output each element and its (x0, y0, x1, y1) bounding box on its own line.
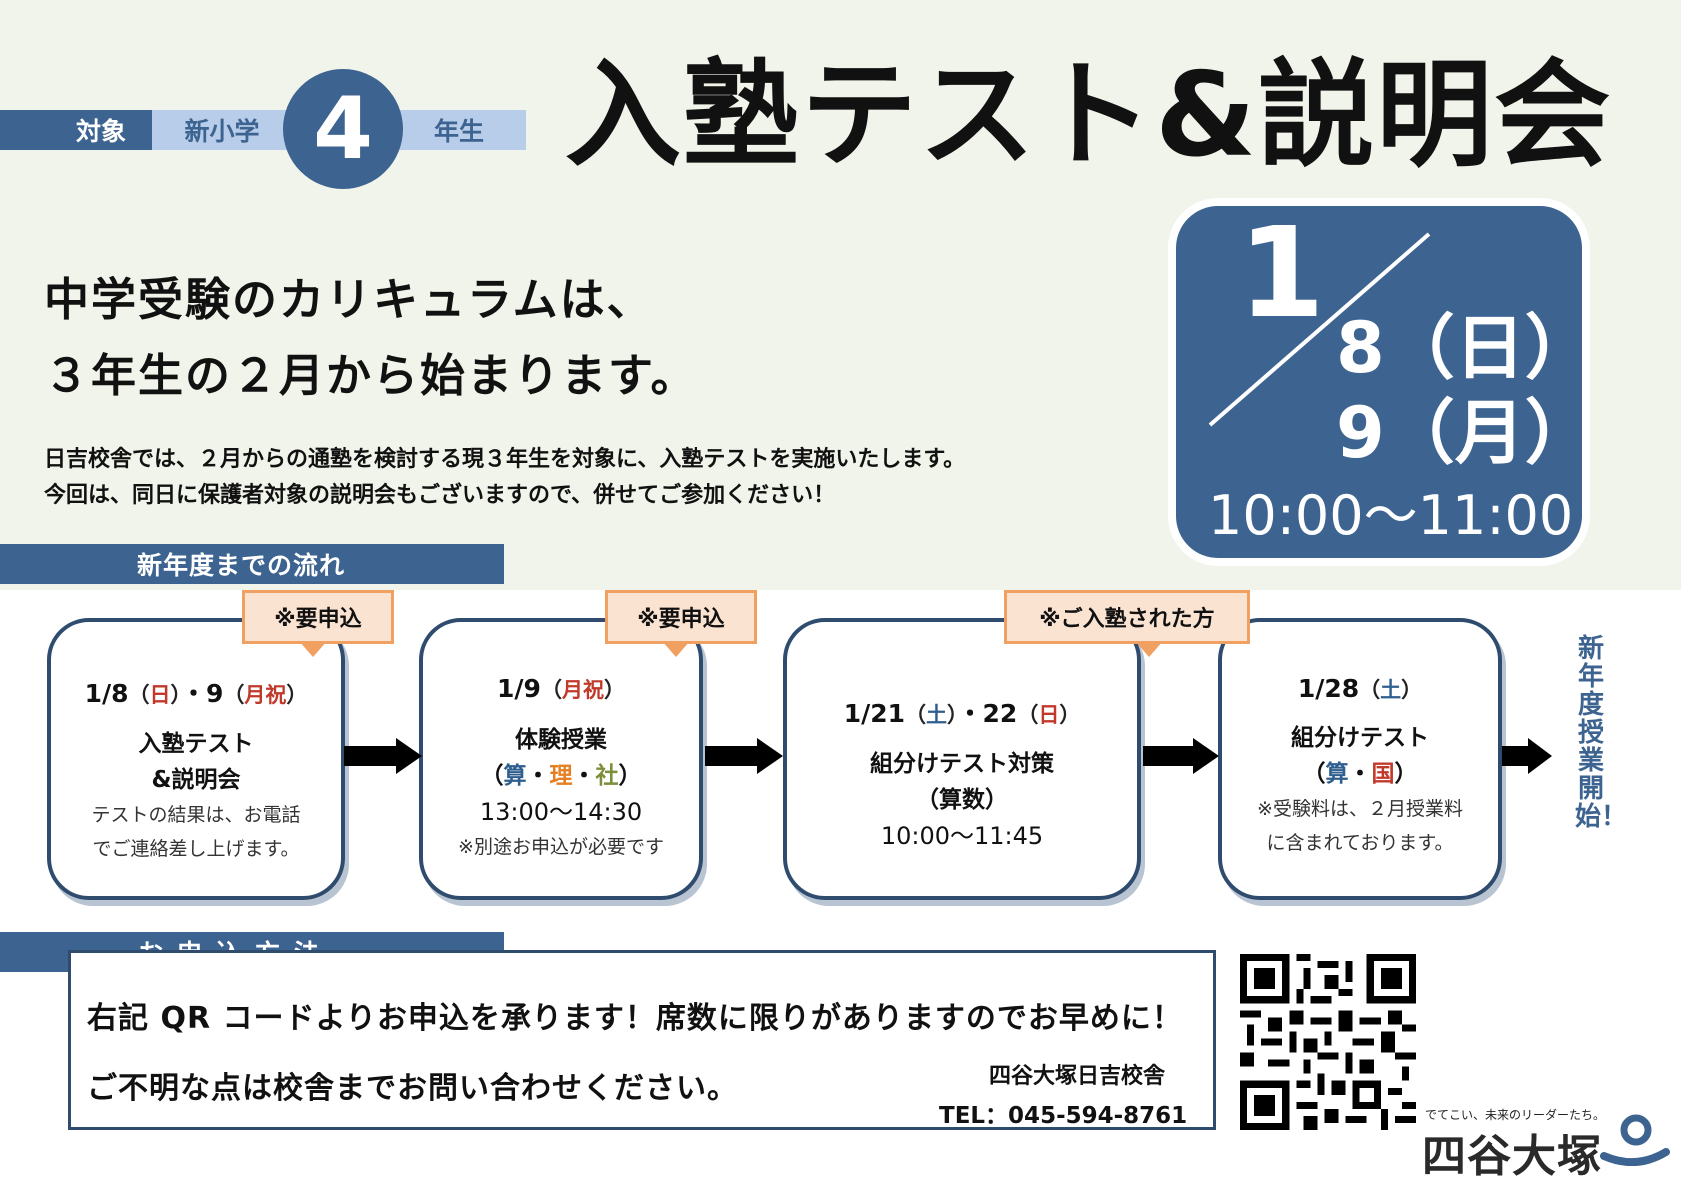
tag-required-1: ※要申込 (242, 590, 394, 657)
school-tel: TEL：045-594-8761 (939, 1103, 1188, 1129)
step4-subject-japanese: 国 (1371, 761, 1395, 787)
step2-subjects: （算・理・社） (480, 763, 642, 789)
target-label: 対象 (0, 110, 152, 150)
tag-enrolled-text: ※ご入塾された方 (1039, 607, 1215, 632)
tag-tail (299, 641, 327, 657)
tag-required-1-text: ※要申込 (274, 607, 362, 632)
step3-name: 組分けテスト対策 (870, 751, 1054, 777)
description-line2: 今回は、同日に保護者対象の説明会もございますので、併せてご参加ください！ (44, 483, 836, 508)
flow-step-3: 1/21（土）・22（日） 組分けテスト対策 （算数） 10:00〜11:45 (783, 618, 1141, 900)
step1-weekday2: 月祝 (244, 683, 287, 707)
date-month: 1 (1238, 201, 1325, 346)
step1-note1: テストの結果は、お電話 (91, 804, 301, 826)
step4-weekday: 土 (1380, 678, 1402, 702)
date-slash-line (1208, 232, 1431, 427)
arrow-right-icon (705, 738, 783, 774)
arrow-right-icon (344, 738, 422, 774)
flow-step-1: 1/8（日）・9（月祝） 入塾テスト &説明会 テストの結果は、お電話 でご連絡… (47, 618, 345, 900)
step1-name1: 入塾テスト (138, 731, 254, 757)
brand-tagline: でてこい、未来のリーダーたち。 (1425, 1108, 1606, 1122)
tag-required-2-text: ※要申込 (637, 607, 725, 632)
flow-section-title: 新年度までの流れ (137, 551, 346, 580)
step1-note2: でご連絡差し上げます。 (92, 838, 300, 860)
step4-note2: に含まれております。 (1266, 832, 1454, 854)
step1-date-sep: ・9 (181, 679, 224, 708)
flow-section-bar: 新年度までの流れ (0, 544, 504, 584)
arrow-right-icon (1143, 738, 1219, 774)
step2-subject-math: 算 (503, 763, 527, 789)
step2-time: 13:00〜14:30 (479, 798, 643, 826)
brand-name: 四谷大塚 (1422, 1131, 1602, 1182)
date-day2: 9（月） (1336, 392, 1595, 474)
step1-name2: &説明会 (151, 767, 241, 793)
step4-note1: ※受験料は、２月授業料 (1257, 798, 1463, 820)
step2-date-text: 1/9 (497, 674, 541, 703)
step2-subject-science: 理 (549, 763, 573, 789)
step2-note: ※別途お申込が必要です (458, 836, 664, 858)
headline-line2: ３年生の２月から始まります。 (44, 349, 698, 402)
apply-box: 右記 QR コードよりお申込を承ります！席数に限りがありますのでお早めに！ ご不… (68, 950, 1216, 1130)
date-box: 1 8（日） 9（月） 10:00〜11:00 (1168, 198, 1595, 566)
date-day1: 8（日） (1336, 307, 1595, 389)
step3-date-text: 1/21 (843, 699, 906, 728)
new-year-start-note: 新年度授業開始！ (1575, 634, 1628, 832)
school-name: 四谷大塚日吉校舎 (989, 1064, 1166, 1089)
tag-required-2: ※要申込 (605, 590, 757, 657)
step1-date-text: 1/8 (84, 679, 129, 708)
description-line1: 日吉校舎では、２月からの通塾を検討する現３年生を対象に、入塾テストを実施いたしま… (44, 447, 966, 472)
tag-tail (1135, 641, 1163, 657)
step2-subject-social: 社 (595, 763, 619, 789)
apply-contact-note: ご不明な点は校舎までお問い合わせください。 (87, 1071, 738, 1106)
tag-tail (662, 641, 690, 657)
tag-enrolled: ※ご入塾された方 (1004, 590, 1250, 657)
flow-step-4: 1/28（土） 組分けテスト （算・国） ※受験料は、２月授業料 に含まれており… (1218, 618, 1502, 900)
target-suffix: 年生 (392, 110, 526, 150)
headline-line1: 中学受験のカリキュラムは、 (44, 273, 654, 326)
step4-date-text: 1/28 (1297, 674, 1360, 703)
step3-sub: （算数） (916, 787, 1008, 813)
step3-weekday1: 土 (926, 703, 948, 727)
target-prefix: 新小学 (152, 110, 292, 150)
page-title: 入塾テスト&説明会 (565, 48, 1613, 183)
apply-instruction: 右記 QR コードよりお申込を承ります！席数に限りがありますのでお早めに！ (87, 1001, 1183, 1036)
step3-date: 1/21（土）・22（日） (843, 699, 1081, 728)
flow-step-2: 1/9（月祝） 体験授業 （算・理・社） 13:00〜14:30 ※別途お申込が… (419, 618, 703, 900)
qr-code-icon[interactable] (1240, 954, 1416, 1130)
step1-weekday1: 日 (149, 683, 171, 707)
step3-time: 10:00〜11:45 (880, 822, 1044, 850)
step4-date: 1/28（土） (1297, 674, 1423, 703)
step3-weekday2: 日 (1038, 703, 1060, 727)
date-time: 10:00〜11:00 (1208, 484, 1574, 547)
step1-date: 1/8（日）・9（月祝） (84, 679, 308, 708)
arrow-right-icon (1502, 738, 1552, 774)
step2-weekday: 月祝 (561, 678, 604, 702)
grade-number: 4 (283, 69, 403, 189)
step4-name: 組分けテスト (1291, 725, 1429, 751)
step2-date: 1/9（月祝） (497, 674, 625, 703)
step3-date-sep: ・22 (957, 699, 1018, 728)
brand-logo-icon (1600, 1114, 1670, 1166)
step2-name: 体験授業 (515, 727, 607, 753)
step4-subjects: （算・国） (1302, 761, 1418, 787)
step4-subject-math: 算 (1325, 761, 1349, 787)
